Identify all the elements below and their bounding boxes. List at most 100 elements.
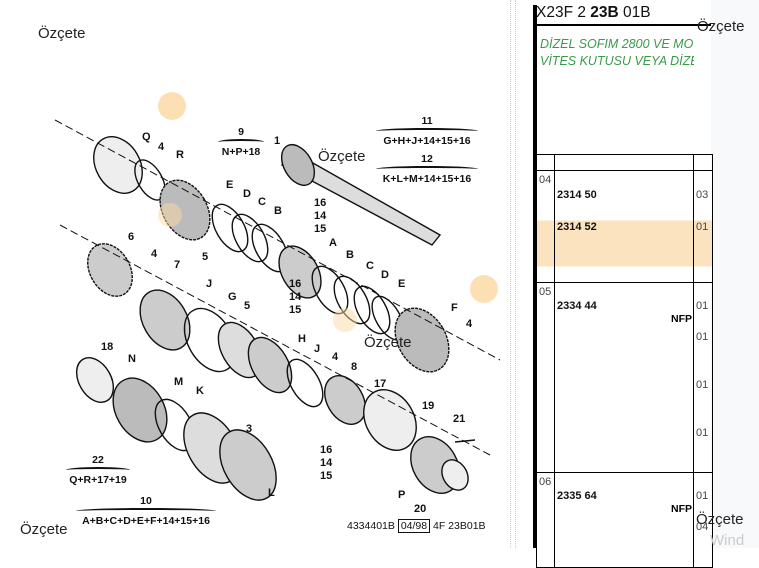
group-parts: N+P+18 bbox=[221, 146, 261, 158]
nfp-flag: NFP bbox=[671, 313, 692, 325]
callout[interactable]: D bbox=[381, 269, 389, 281]
callout[interactable]: 14 bbox=[314, 210, 327, 222]
callout[interactable]: H bbox=[298, 333, 306, 345]
overlay-label[interactable]: Özçete bbox=[697, 18, 745, 35]
position-number: 04 bbox=[539, 174, 552, 186]
highlight-marker bbox=[333, 308, 357, 332]
callout[interactable]: 1 bbox=[274, 135, 281, 147]
callout[interactable]: G bbox=[228, 291, 237, 303]
part-number[interactable]: 2335 64 bbox=[557, 490, 597, 502]
group-number: 12 bbox=[421, 153, 433, 165]
callout[interactable]: 15 bbox=[314, 223, 327, 235]
callout[interactable]: N bbox=[128, 353, 136, 365]
callout[interactable]: 14 bbox=[289, 291, 302, 303]
callout[interactable]: 14 bbox=[320, 457, 333, 469]
callout[interactable]: D bbox=[243, 188, 251, 200]
overlay-label[interactable]: Özçete bbox=[38, 25, 86, 42]
exploded-parts-diagram: Q 4 R E D C B 5 1 16 14 15 A B C D E F 4… bbox=[54, 92, 501, 533]
callout[interactable]: 8 bbox=[351, 361, 358, 373]
description-line: VİTES KUTUSU VEYA DİZEL bbox=[540, 54, 694, 68]
callout[interactable]: 4 bbox=[151, 248, 158, 260]
callout[interactable]: 4 bbox=[158, 141, 165, 153]
callout[interactable]: B bbox=[346, 249, 354, 261]
quantity: 01 bbox=[696, 490, 709, 502]
quantity: 01 bbox=[696, 331, 709, 343]
panel-background bbox=[711, 0, 759, 548]
title-divider bbox=[536, 24, 711, 26]
callout[interactable]: 18 bbox=[101, 341, 114, 353]
group-number: 10 bbox=[140, 495, 152, 507]
callout[interactable]: 16 bbox=[314, 197, 327, 209]
overlay-label[interactable]: Özçete bbox=[696, 511, 744, 528]
group-number: 9 bbox=[238, 126, 244, 138]
callout[interactable]: 4 bbox=[466, 318, 473, 330]
callout[interactable]: C bbox=[366, 260, 374, 272]
callout[interactable]: 16 bbox=[289, 278, 302, 290]
panel-border bbox=[533, 5, 537, 548]
callout[interactable]: C bbox=[258, 196, 266, 208]
parts-list-panel: X23F 2 23B 01B DİZEL SOFIM 2800 VE MOTOR… bbox=[514, 0, 759, 568]
callout[interactable]: 3 bbox=[246, 423, 253, 435]
part-number-selected[interactable]: 2314 52 bbox=[557, 221, 597, 233]
callout[interactable]: B bbox=[274, 205, 282, 217]
callout[interactable]: J bbox=[206, 278, 213, 290]
overlay-label[interactable]: Özçete bbox=[20, 521, 68, 538]
position-number: 05 bbox=[539, 286, 552, 298]
callout[interactable]: M bbox=[174, 376, 184, 388]
diagram-ref: 4F 23B01B bbox=[433, 520, 486, 532]
callout[interactable]: E bbox=[398, 278, 406, 290]
callout[interactable]: 16 bbox=[320, 444, 333, 456]
callout[interactable]: 15 bbox=[289, 304, 302, 316]
highlight-marker bbox=[470, 275, 498, 303]
callout[interactable]: Q bbox=[142, 131, 151, 143]
quantity: 01 bbox=[696, 379, 709, 391]
callout[interactable]: 5 bbox=[202, 251, 209, 263]
part-number[interactable]: 2314 50 bbox=[557, 189, 597, 201]
group-parts: G+H+J+14+15+16 bbox=[383, 135, 471, 147]
callout[interactable]: 17 bbox=[374, 378, 387, 390]
position-number: 06 bbox=[539, 476, 552, 488]
diagram-date: 04/98 bbox=[397, 519, 431, 533]
overlay-label[interactable]: Özçete bbox=[364, 334, 412, 351]
callout[interactable]: K bbox=[196, 385, 204, 397]
pane-splitter[interactable] bbox=[510, 0, 516, 548]
callout[interactable]: 19 bbox=[422, 400, 435, 412]
overlay-label[interactable]: Özçete bbox=[318, 148, 366, 165]
quantity: 04 bbox=[696, 521, 709, 533]
callout[interactable]: R bbox=[176, 149, 184, 161]
callout[interactable]: 4 bbox=[332, 351, 339, 363]
callout[interactable]: E bbox=[226, 179, 234, 191]
callout[interactable]: 6 bbox=[128, 231, 135, 243]
diagram-footer: 4334401B 04/98 4F 23B01B bbox=[347, 519, 486, 533]
table-header-row bbox=[536, 154, 713, 171]
quantity: 01 bbox=[696, 427, 709, 439]
gearbox-drawing bbox=[54, 92, 501, 501]
callout[interactable]: 5 bbox=[244, 300, 251, 312]
os-watermark: Wind bbox=[710, 532, 745, 549]
callout[interactable]: F bbox=[451, 302, 458, 314]
callout[interactable]: J bbox=[314, 343, 321, 355]
group-parts: A+B+C+D+E+F+14+15+16 bbox=[82, 515, 210, 527]
table-row[interactable]: 05 2334 44 NFP 01 01 01 01 bbox=[536, 282, 713, 473]
callout[interactable]: 21 bbox=[453, 413, 466, 425]
highlight-marker bbox=[158, 203, 182, 227]
callout[interactable]: L bbox=[268, 487, 275, 499]
callout[interactable]: 15 bbox=[320, 470, 333, 482]
part-number[interactable]: 2334 44 bbox=[557, 300, 597, 312]
callout[interactable]: P bbox=[398, 489, 406, 501]
callout[interactable]: 7 bbox=[174, 259, 181, 271]
table-row[interactable]: 04 2314 50 2314 52 03 01 bbox=[536, 170, 713, 283]
callout[interactable]: A bbox=[329, 237, 337, 249]
description-line: DİZEL SOFIM 2800 VE MOTOR bbox=[540, 37, 694, 51]
group-number: 22 bbox=[92, 454, 104, 466]
quantity: 01 bbox=[696, 300, 709, 312]
group-parts: K+L+M+14+15+16 bbox=[382, 173, 472, 185]
quantity: 03 bbox=[696, 189, 709, 201]
callout[interactable]: 20 bbox=[414, 503, 427, 515]
